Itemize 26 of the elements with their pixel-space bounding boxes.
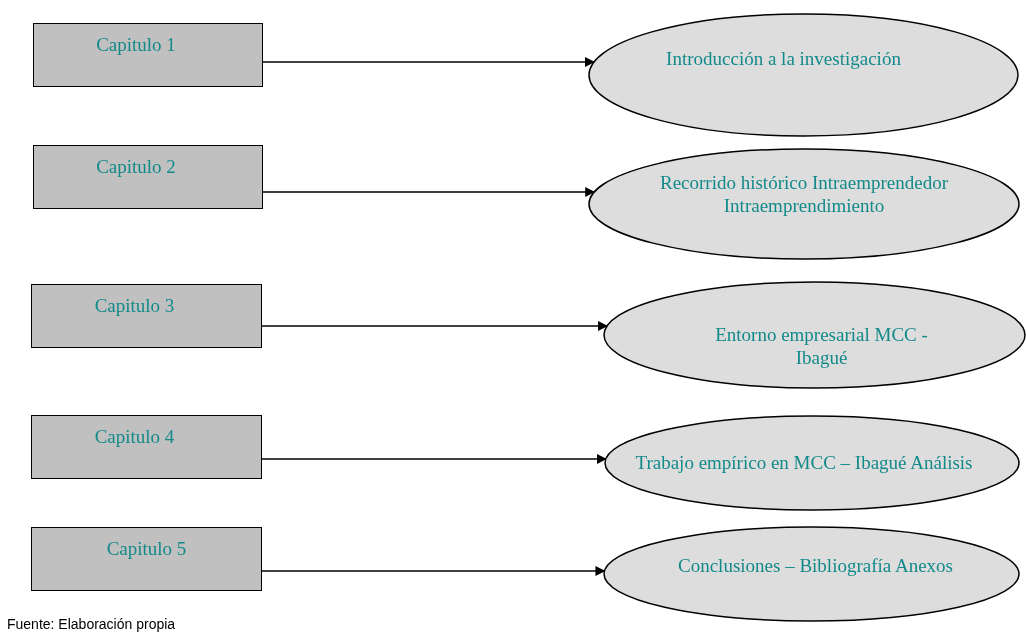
chapter-box [33, 23, 263, 87]
topic-ellipse [588, 148, 1020, 260]
arrow [261, 321, 609, 331]
arrow [261, 454, 607, 464]
topic-ellipse [603, 526, 1020, 622]
topic-text: Conclusiones – Bibliografía Anexos [677, 554, 954, 578]
arrow [262, 57, 595, 67]
topic-ellipse [604, 415, 1020, 511]
arrow [261, 566, 606, 576]
chapter-label: Capitulo 2 [96, 155, 176, 179]
chapter-label: Capitulo 1 [96, 33, 176, 57]
source-caption: Fuente: Elaboración propia [7, 616, 176, 632]
arrow [262, 187, 596, 197]
chapter-box [31, 284, 262, 348]
chapter-box [33, 145, 263, 209]
chapter-label: Capitulo 4 [94, 425, 175, 449]
chapter-label: Capitulo 3 [94, 294, 175, 318]
chapter-box [31, 415, 262, 479]
chapter-label: Capitulo 5 [106, 537, 187, 561]
topic-ellipse [588, 13, 1019, 137]
topic-text: Introducción a la investigación [665, 47, 902, 71]
topic-text: Recorrido histórico Intraemprendedor Intraemprendimiento [658, 172, 950, 218]
topic-text: Trabajo empírico en MCC – Ibagué Análisis [634, 451, 974, 475]
chapter-box [31, 527, 262, 591]
topic-text: Entorno empresarial MCC - Ibagué [714, 324, 929, 370]
topic-ellipse [603, 281, 1026, 389]
